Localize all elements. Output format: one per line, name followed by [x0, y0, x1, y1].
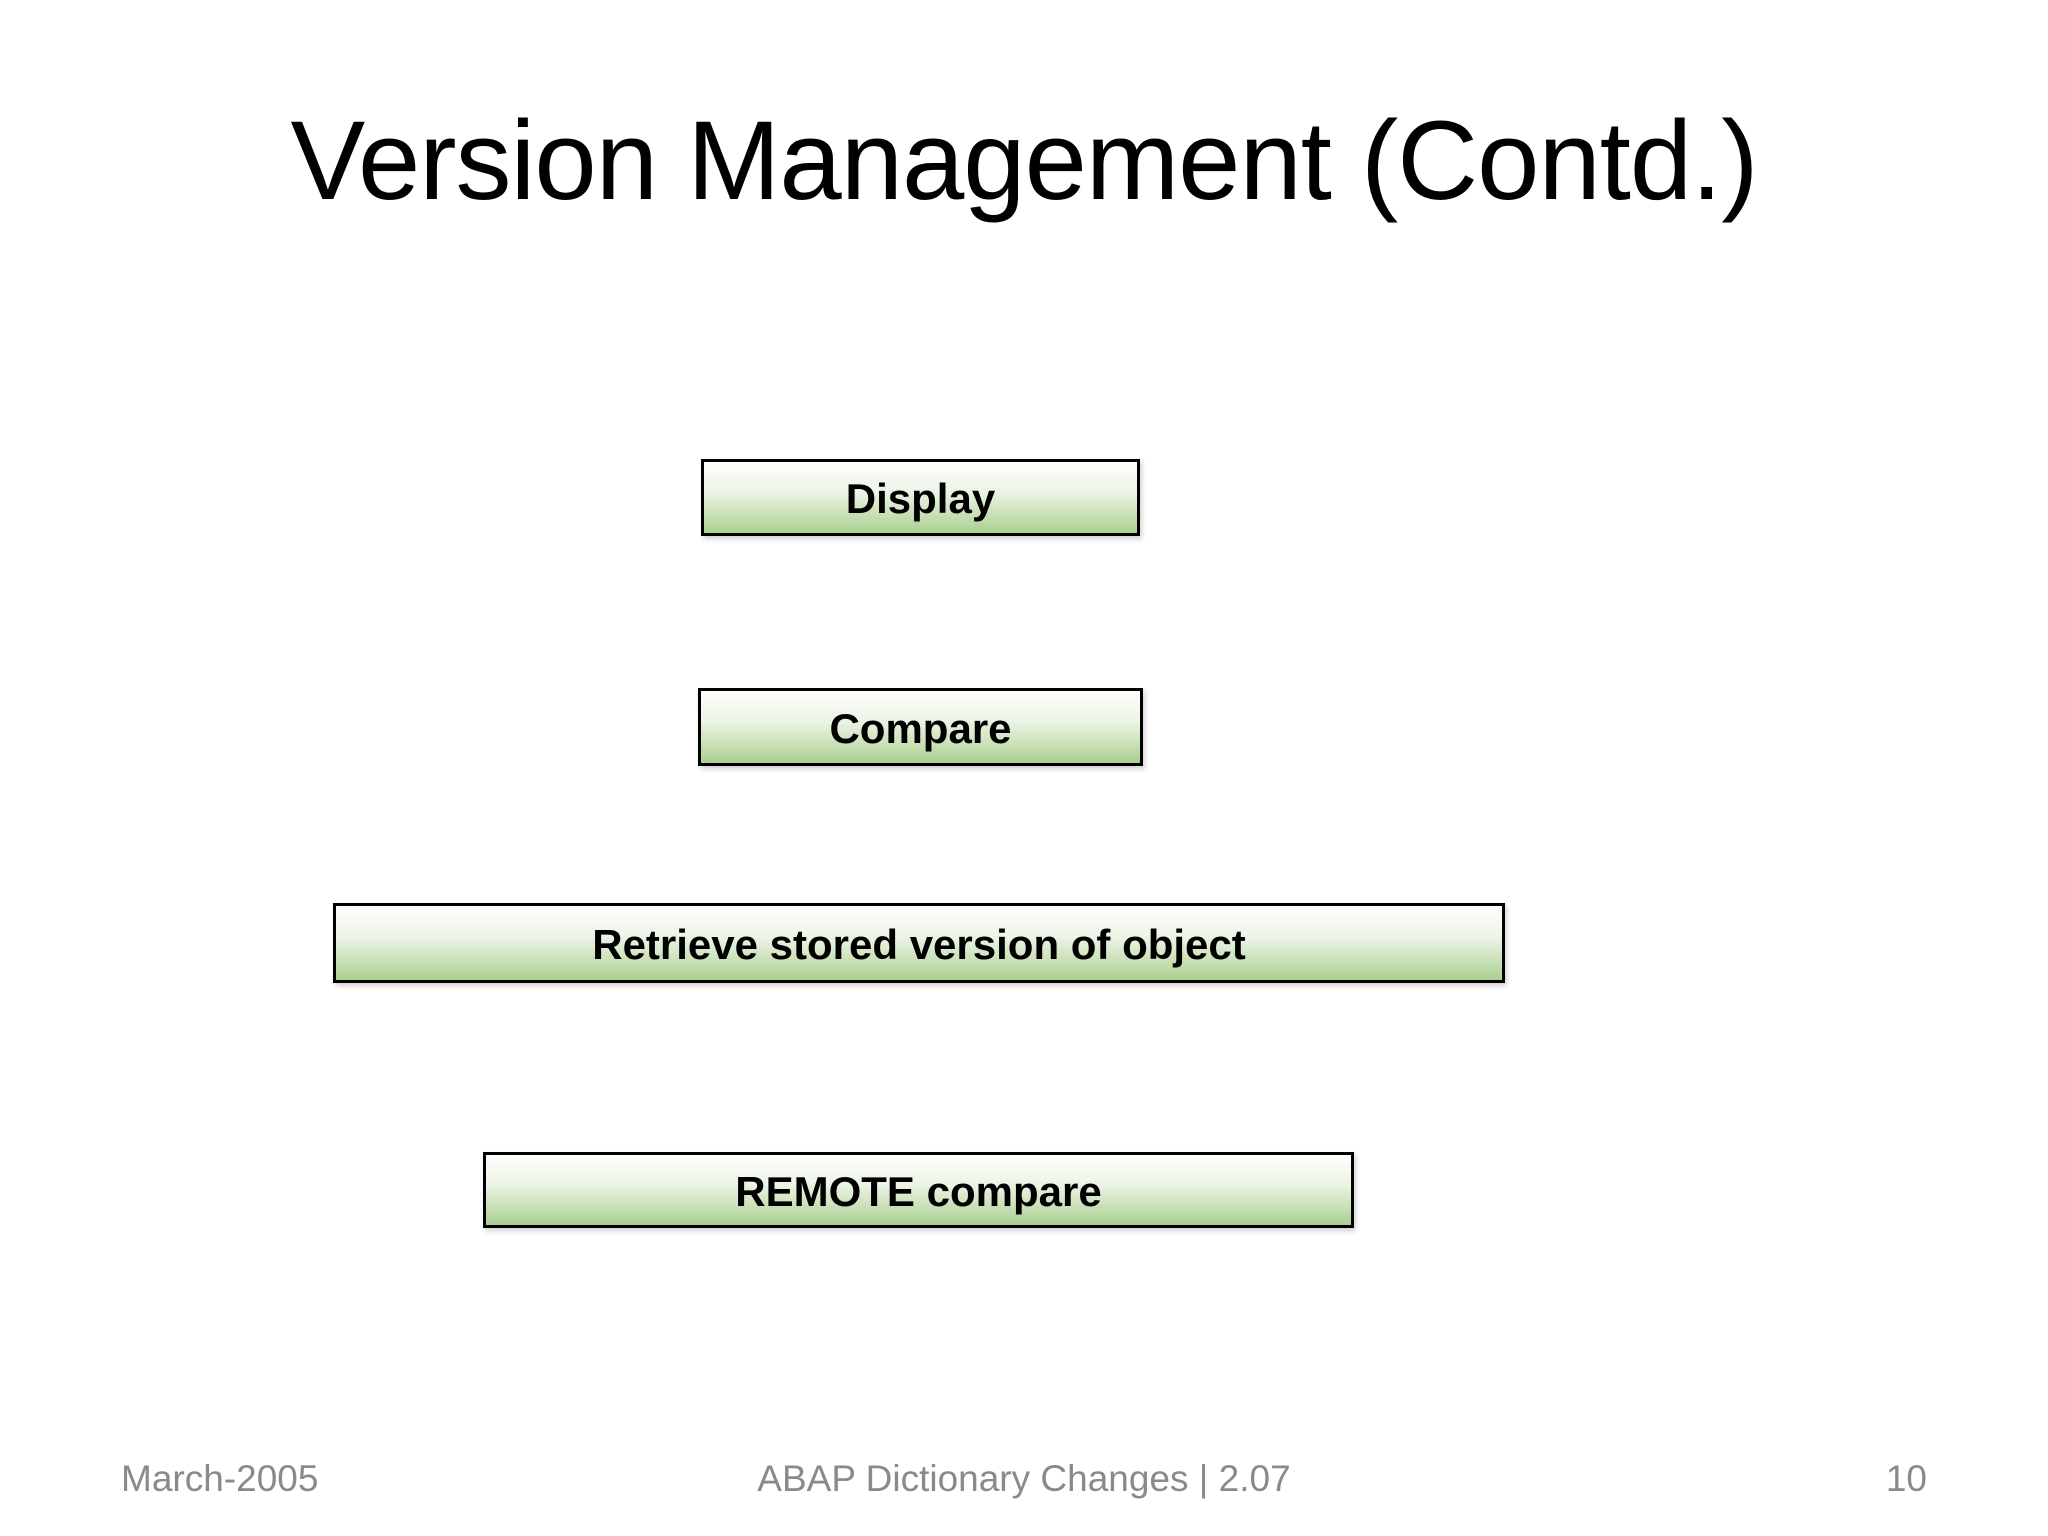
footer-deck-title: ABAP Dictionary Changes | 2.07 [757, 1458, 1291, 1499]
slide-title: Version Management (Contd.) [290, 98, 1758, 223]
footer-date: March-2005 [121, 1458, 319, 1499]
retrieve-stored-version-box-label: Retrieve stored version of object [592, 920, 1246, 968]
remote-compare-box: REMOTE compare [483, 1152, 1354, 1228]
retrieve-stored-version-box: Retrieve stored version of object [333, 903, 1505, 983]
compare-box: Compare [698, 688, 1143, 766]
display-box: Display [701, 459, 1140, 536]
page-number: 10 [1885, 1458, 1927, 1499]
compare-box-label: Compare [829, 704, 1012, 752]
display-box-label: Display [845, 475, 996, 522]
remote-compare-box-label: REMOTE compare [735, 1167, 1102, 1215]
